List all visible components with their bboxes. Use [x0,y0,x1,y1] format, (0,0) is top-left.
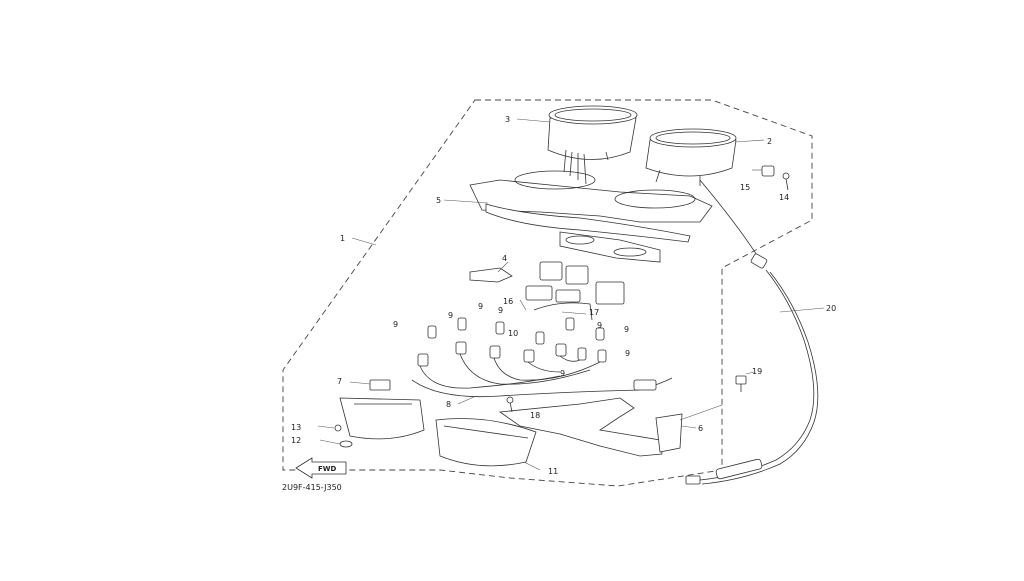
nut-fastener [752,165,775,177]
callout-label: 12 [291,436,301,445]
tachometer-gauge [645,128,765,186]
callout-label: 9 [624,325,629,334]
meter-bracket [498,397,723,457]
callout-label: 2 [767,137,772,146]
fwd-label: FWD [318,465,337,473]
callout-label: 9 [393,320,398,329]
connector-clip [349,379,391,391]
callout-label: 14 [779,193,789,202]
meter-lower-case-left [339,397,425,440]
assembly-boundary [282,99,813,487]
meter-lower-cover [435,418,541,471]
wire-harness [411,302,673,405]
callout-label: 19 [752,367,762,376]
callout-label: 9 [478,302,483,311]
callout-label: 9 [625,349,630,358]
callout-label: 6 [698,424,703,433]
callout-label: 18 [530,411,540,420]
callout-label: 15 [740,183,750,192]
bulb-sockets [417,317,607,367]
callout-label: 5 [436,196,441,205]
callout-label: 13 [291,423,301,432]
callout-label: 1 [340,234,345,243]
callout-label: 17 [589,308,599,317]
grommet-washer [319,439,353,448]
screw-fastener [782,172,790,191]
forward-direction-arrow: FWD [295,457,347,479]
callout-label: 9 [448,311,453,320]
indicator-lamp-housings [469,261,625,305]
callout-label: 4 [502,254,507,263]
callout-label: 20 [826,304,836,313]
callout-label: 7 [337,377,342,386]
meter-housing-plates [443,170,713,263]
callout-label: 9 [560,369,565,378]
callout-label: 9 [597,321,602,330]
callout-label: 11 [548,467,558,476]
bracket-screw [506,396,514,413]
speedometer-gauge [516,105,638,185]
callout-label: 3 [505,115,510,124]
callout-label: 10 [508,329,518,338]
callout-label: 9 [498,306,503,315]
callout-label: 8 [446,400,451,409]
callout-label: 16 [503,297,513,306]
speedometer-cable [685,179,825,485]
mounting-bolt [735,371,755,392]
drawing-code: 2U9F-415-J350 [282,483,342,492]
case-screw [317,424,342,432]
